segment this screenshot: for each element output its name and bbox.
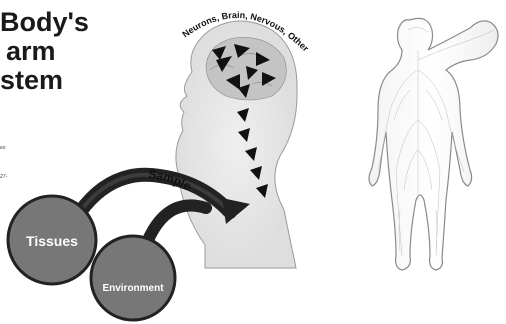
environment-circle — [91, 236, 175, 320]
nervous-system-figure — [369, 18, 498, 270]
body-outline — [369, 18, 498, 270]
environment-label: Environment — [102, 283, 164, 294]
tissues-label: Tissues — [26, 233, 78, 249]
